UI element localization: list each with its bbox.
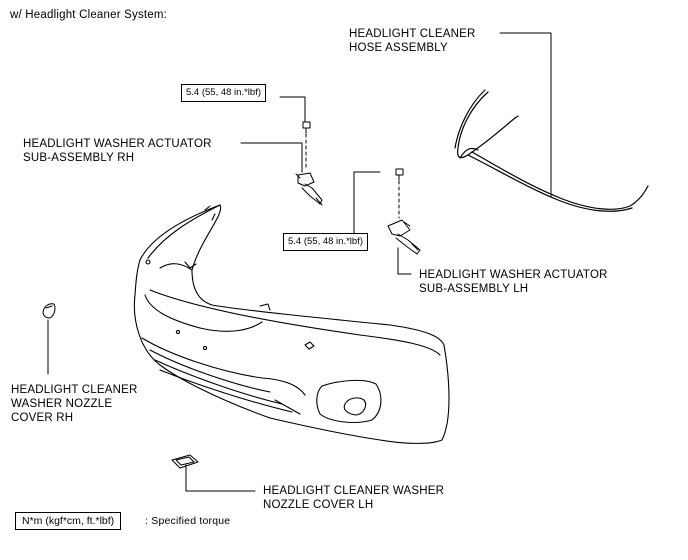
- label-actuator-rh: HEADLIGHT WASHER ACTUATOR SUB-ASSEMBLY R…: [23, 137, 212, 165]
- label-actuator-lh-line-2: SUB-ASSEMBLY LH: [419, 283, 529, 295]
- label-hose-line-2: HOSE ASSEMBLY: [349, 42, 448, 54]
- label-cover-lh-line-1: HEADLIGHT CLEANER WASHER: [263, 485, 445, 497]
- legend-unit-box: N*m (kgf*cm, ft.*lbf): [15, 512, 122, 530]
- label-cover-rh-line-3: COVER RH: [11, 412, 74, 424]
- label-cover-rh-line-2: WASHER NOZZLE: [11, 398, 113, 410]
- legend-description: : Specified torque: [145, 515, 231, 527]
- hose-assembly: [454, 89, 649, 212]
- diagram-title: w/ Headlight Cleaner System:: [10, 9, 168, 21]
- label-cover-lh-line-2: NOZZLE COVER LH: [263, 499, 374, 511]
- label-hose-line-1: HEADLIGHT CLEANER: [349, 28, 476, 40]
- label-nozzle-cover-lh: HEADLIGHT CLEANER WASHER NOZZLE COVER LH: [263, 484, 444, 512]
- nozzle-cover-lh-part: [171, 454, 199, 469]
- label-actuator-rh-line-1: HEADLIGHT WASHER ACTUATOR: [23, 138, 212, 150]
- leader-lines: [47, 32, 552, 492]
- label-actuator-lh-line-1: HEADLIGHT WASHER ACTUATOR: [419, 269, 608, 281]
- label-actuator-lh: HEADLIGHT WASHER ACTUATOR SUB-ASSEMBLY L…: [419, 268, 608, 296]
- label-actuator-rh-line-2: SUB-ASSEMBLY RH: [23, 152, 135, 164]
- label-nozzle-cover-rh: HEADLIGHT CLEANER WASHER NOZZLE COVER RH: [11, 383, 138, 425]
- bolt-lower: [395, 168, 404, 219]
- front-bumper: [133, 204, 450, 444]
- bolt-upper: [302, 121, 311, 171]
- torque-box-lower: 5.4 (55, 48 in.*lbf): [283, 233, 368, 251]
- actuator-lh-part: [387, 219, 421, 255]
- nozzle-cover-rh-part: [42, 303, 56, 319]
- label-cover-rh-line-1: HEADLIGHT CLEANER: [11, 384, 138, 396]
- label-hose-assembly: HEADLIGHT CLEANER HOSE ASSEMBLY: [349, 27, 476, 55]
- torque-box-upper: 5.4 (55, 48 in.*lbf): [181, 84, 266, 102]
- actuator-rh-part: [295, 172, 323, 206]
